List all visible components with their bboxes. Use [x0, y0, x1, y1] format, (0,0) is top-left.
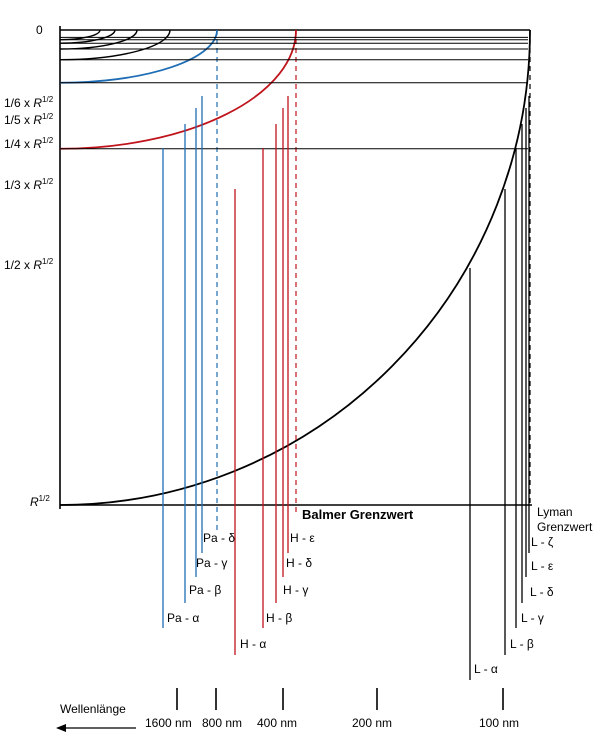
label-h-beta: H - β [266, 611, 292, 625]
y-label-level-5: 1/5 x R1/2 [4, 112, 54, 127]
lyman-limit-label-line2: Grenzwert [537, 520, 593, 534]
label-h-delta: H - δ [286, 556, 312, 570]
series-curve-n7 [59, 29, 101, 41]
label-l-beta: L - β [510, 637, 534, 651]
energy-curves [59, 29, 531, 530]
series-curve-n4 [59, 29, 171, 61]
label-pa-beta: Pa - β [189, 583, 221, 597]
paschen-curve [59, 29, 218, 84]
balmer-curve [59, 29, 297, 150]
label-pa-gamma: Pa - γ [196, 556, 227, 570]
tick-label-800: 800 nm [202, 716, 242, 730]
label-h-alpha: H - α [240, 637, 266, 651]
y-label-base: R1/2 [30, 494, 50, 509]
label-pa-delta: Pa - δ [203, 531, 235, 545]
diagram-frame [59, 26, 532, 509]
label-l-delta: L - δ [530, 585, 554, 599]
tick-label-1600: 1600 nm [145, 716, 192, 730]
label-pa-alpha: Pa - α [167, 611, 199, 625]
label-l-epsilon: L - ε [531, 559, 554, 573]
energy-level-lines [60, 36, 528, 150]
wavelength-axis [56, 688, 504, 732]
wavelength-arrow-head [56, 724, 66, 732]
label-l-zeta: L - ζ [531, 535, 554, 549]
y-label-level-2: 1/2 x R1/2 [4, 257, 54, 272]
lyman-curve [59, 29, 531, 506]
label-l-gamma: L - γ [521, 611, 544, 625]
tick-label-200: 200 nm [352, 716, 392, 730]
y-label-level-6: 1/6 x R1/2 [4, 95, 54, 110]
label-h-epsilon: H - ε [290, 531, 315, 545]
tick-label-400: 400 nm [257, 716, 297, 730]
y-label-level-3: 1/3 x R1/2 [4, 177, 54, 192]
label-h-gamma: H - γ [283, 583, 308, 597]
wavelength-axis-label: Wellenlänge [60, 702, 126, 716]
lyman-limit-label-line1: Lyman [537, 505, 573, 519]
y-label-zero: 0 [36, 23, 43, 37]
tick-label-100: 100 nm [479, 716, 519, 730]
balmer-limit-label: Balmer Grenzwert [302, 507, 414, 522]
label-l-alpha: L - α [474, 662, 498, 676]
transition-lines [162, 96, 530, 680]
y-label-level-4: 1/4 x R1/2 [4, 136, 54, 151]
